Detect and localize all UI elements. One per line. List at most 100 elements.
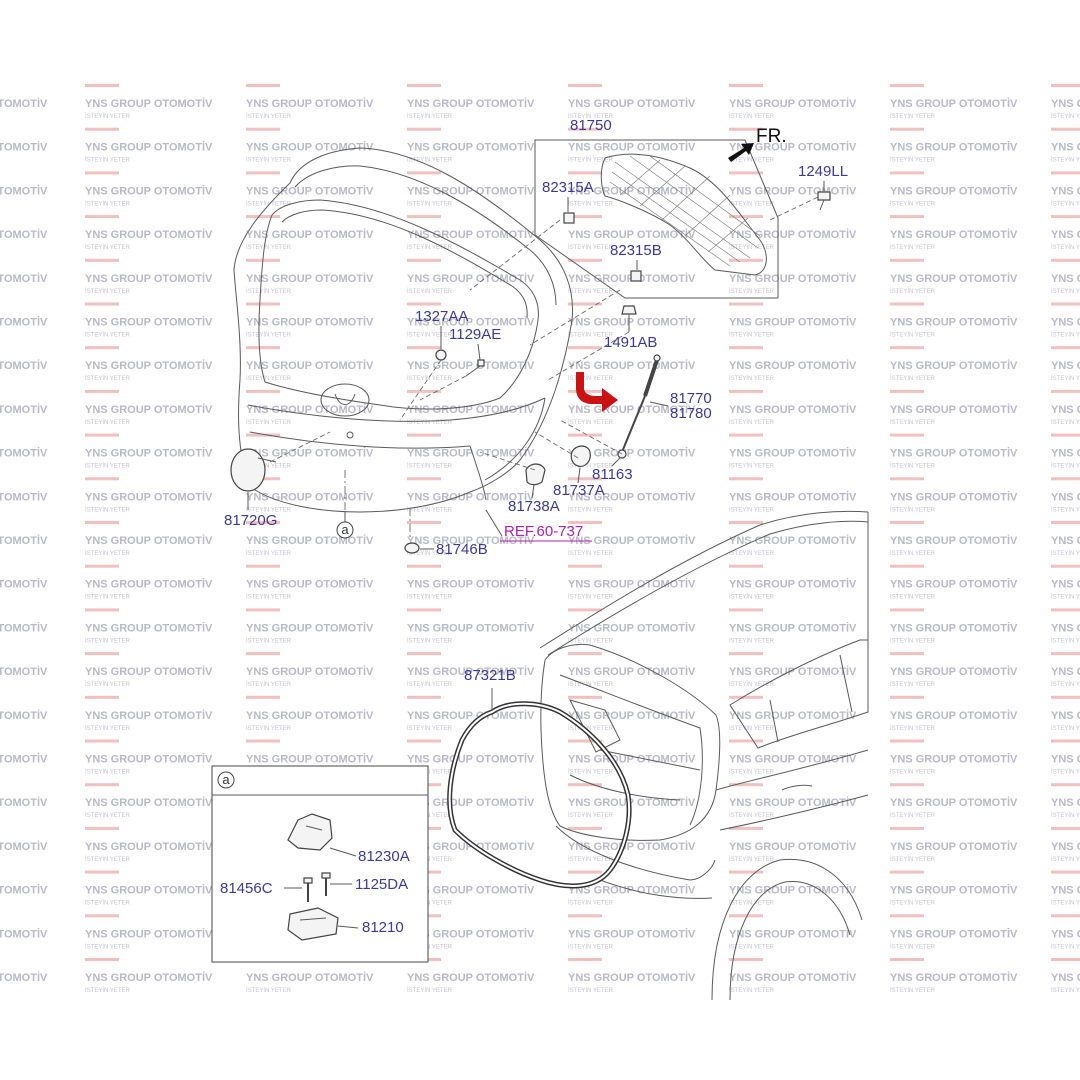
watermark-stripe: [729, 783, 763, 787]
watermark-title: YNS GROUP OTOMOTİV: [246, 578, 374, 591]
watermark-subtitle: İSTEYİN YETER: [246, 113, 292, 120]
watermark-subtitle: İSTEYİN YETER: [407, 769, 453, 776]
watermark-stripe: [568, 914, 602, 918]
watermark-subtitle: İSTEYİN YETER: [246, 463, 292, 470]
watermark-title: YNS GROUP OTOMOTİV: [890, 490, 1018, 503]
watermark-title: YNS GROUP OTOMOTİV: [1051, 796, 1080, 809]
watermark-stripe: [890, 914, 924, 918]
watermark-title: YNS GROUP OTOMOTİV: [0, 840, 48, 853]
watermark-title: YNS GROUP OTOMOTİV: [407, 578, 535, 591]
watermark-stripe: [568, 84, 602, 87]
watermark-subtitle: İSTEYİN YETER: [890, 943, 936, 950]
watermark-stripe: [85, 477, 119, 481]
watermark-subtitle: İSTEYİN YETER: [407, 987, 453, 994]
watermark-stripe: [1051, 958, 1080, 961]
watermark-subtitle: İSTEYİN YETER: [568, 725, 614, 732]
watermark-subtitle: İSTEYİN YETER: [85, 375, 131, 382]
watermark-subtitle: İSTEYİN YETER: [85, 637, 131, 644]
watermark-subtitle: İSTEYİN YETER: [890, 244, 936, 251]
watermark-stripe: [246, 389, 280, 393]
watermark-stripe: [85, 652, 119, 656]
watermark-stripe: [568, 870, 602, 874]
watermark-title: YNS GROUP OTOMOTİV: [568, 927, 696, 940]
watermark-title: YNS GROUP OTOMOTİV: [407, 971, 535, 984]
watermark-stripe: [85, 958, 119, 961]
watermark-subtitle: İSTEYİN YETER: [1051, 332, 1080, 339]
watermark-stripe: [890, 258, 924, 262]
watermark-subtitle: İSTEYİN YETER: [890, 332, 936, 339]
watermark-title: YNS GROUP OTOMOTİV: [1051, 578, 1080, 591]
watermark-stripe: [729, 127, 763, 131]
watermark-stripe: [246, 346, 280, 350]
watermark-subtitle: İSTEYİN YETER: [85, 157, 131, 164]
watermark-title: YNS GROUP OTOMOTİV: [1051, 621, 1080, 634]
watermark-stripe: [407, 84, 441, 87]
watermark-title: YNS GROUP OTOMOTİV: [890, 447, 1018, 460]
watermark-stripe: [729, 564, 763, 568]
watermark-title: YNS GROUP OTOMOTİV: [890, 97, 1018, 110]
watermark-stripe: [1051, 84, 1080, 87]
watermark-stripe: [568, 258, 602, 262]
watermark-title: YNS GROUP OTOMOTİV: [890, 141, 1018, 154]
watermark-subtitle: İSTEYİN YETER: [1051, 725, 1080, 732]
watermark-title: YNS GROUP OTOMOTİV: [85, 403, 213, 416]
watermark-stripe: [407, 477, 441, 481]
watermark-subtitle: İSTEYİN YETER: [85, 856, 131, 863]
watermark-stripe: [246, 564, 280, 568]
watermark-stripe: [407, 215, 441, 219]
watermark-stripe: [568, 564, 602, 568]
watermark-title: YNS GROUP OTOMOTİV: [85, 884, 213, 897]
watermark-title: YNS GROUP OTOMOTİV: [890, 272, 1018, 285]
watermark-stripe: [729, 346, 763, 350]
watermark-subtitle: İSTEYİN YETER: [568, 987, 614, 994]
watermark-subtitle: İSTEYİN YETER: [85, 463, 131, 470]
watermark-subtitle: İSTEYİN YETER: [568, 463, 614, 470]
watermark-title: YNS GROUP OTOMOTİV: [246, 490, 374, 503]
watermark-title: YNS GROUP OTOMOTİV: [890, 709, 1018, 722]
watermark-stripe: [246, 433, 280, 437]
watermark-stripe: [890, 302, 924, 306]
label-81163: 81163: [592, 466, 633, 483]
watermark-subtitle: İSTEYİN YETER: [568, 375, 614, 382]
watermark-title: YNS GROUP OTOMOTİV: [85, 927, 213, 940]
watermark-subtitle: İSTEYİN YETER: [568, 943, 614, 950]
watermark-subtitle: İSTEYİN YETER: [246, 157, 292, 164]
label-ref-60-737: REF.60-737: [504, 523, 583, 540]
watermark-subtitle: İSTEYİN YETER: [568, 332, 614, 339]
label-81738A: 81738A: [508, 498, 560, 515]
watermark-subtitle: İSTEYİN YETER: [1051, 594, 1080, 601]
watermark-subtitle: İSTEYİN YETER: [407, 943, 453, 950]
watermark-subtitle: İSTEYİN YETER: [407, 244, 453, 251]
watermark-stripe: [568, 389, 602, 393]
watermark-stripe: [568, 652, 602, 656]
watermark-subtitle: İSTEYİN YETER: [246, 725, 292, 732]
watermark-stripe: [407, 258, 441, 262]
watermark-subtitle: İSTEYİN YETER: [890, 157, 936, 164]
watermark-subtitle: İSTEYİN YETER: [890, 681, 936, 688]
watermark-subtitle: İSTEYİN YETER: [407, 332, 453, 339]
watermark-subtitle: İSTEYİN YETER: [1051, 463, 1080, 470]
watermark-title: YNS GROUP OTOMOTİV: [568, 316, 696, 329]
red-curved-arrow-icon: [576, 372, 618, 412]
watermark-stripe: [246, 695, 280, 699]
watermark-subtitle: İSTEYİN YETER: [568, 506, 614, 513]
watermark-stripe: [568, 739, 602, 743]
watermark-title: YNS GROUP OTOMOTİV: [729, 665, 857, 678]
watermark-subtitle: İSTEYİN YETER: [729, 812, 775, 819]
watermark-title: YNS GROUP OTOMOTİV: [890, 621, 1018, 634]
watermark-title: YNS GROUP OTOMOTİV: [85, 359, 213, 372]
watermark-stripe: [890, 826, 924, 830]
label-1249LL: 1249LL: [798, 163, 848, 180]
detail-box-a: a: [211, 765, 429, 963]
watermark-stripe: [568, 127, 602, 131]
watermark-title: YNS GROUP OTOMOTİV: [246, 621, 374, 634]
watermark-title: YNS GROUP OTOMOTİV: [729, 272, 857, 285]
watermark-title: YNS GROUP OTOMOTİV: [407, 490, 535, 503]
watermark-title: YNS GROUP OTOMOTİV: [0, 359, 48, 372]
watermark-title: YNS GROUP OTOMOTİV: [568, 534, 696, 547]
watermark-stripe: [407, 739, 441, 743]
watermark-stripe: [890, 521, 924, 524]
watermark-subtitle: İSTEYİN YETER: [568, 637, 614, 644]
watermark-subtitle: İSTEYİN YETER: [890, 987, 936, 994]
